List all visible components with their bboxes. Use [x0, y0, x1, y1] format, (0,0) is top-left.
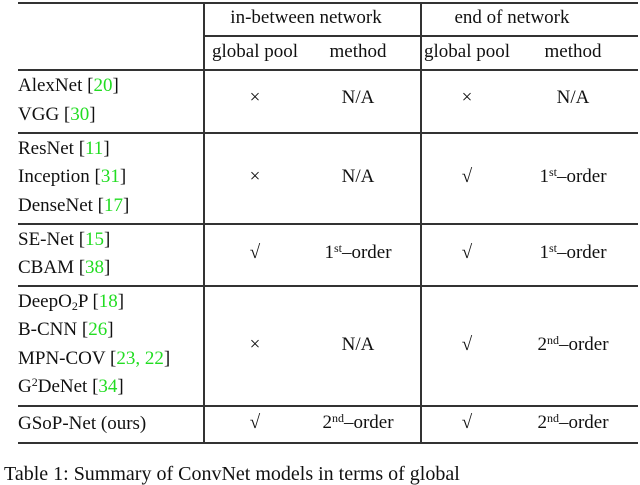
model-name: CBAM [38]: [18, 257, 111, 278]
header-in-between: in-between network: [230, 7, 382, 28]
model-name: Inception [31]: [18, 166, 127, 187]
column-divider: [420, 2, 422, 442]
horizontal-rule: [18, 285, 638, 287]
method-cell: N/A: [341, 334, 375, 355]
horizontal-rule: [18, 2, 638, 4]
subheader: method: [544, 41, 602, 62]
method-cell: 1st–order: [539, 165, 607, 187]
column-divider: [203, 2, 205, 442]
horizontal-rule: [18, 405, 638, 407]
citation-link[interactable]: 34: [98, 376, 118, 397]
cross-mark: ×: [461, 87, 473, 108]
model-name: AlexNet [20]: [18, 75, 119, 96]
model-name: GSoP-Net (ours): [18, 413, 147, 434]
table-caption: Table 1: Summary of ConvNet models in te…: [4, 463, 460, 485]
method-cell: 2nd–order: [537, 333, 609, 355]
subheader: global pool: [211, 41, 299, 62]
model-name: DeepO2P [18]: [18, 291, 125, 313]
horizontal-rule: [18, 132, 638, 134]
citation-link[interactable]: 31: [100, 166, 120, 187]
citation-link[interactable]: 30: [70, 104, 90, 125]
check-mark: √: [461, 412, 473, 433]
header-end: end of network: [454, 7, 570, 28]
cross-mark: ×: [249, 334, 261, 355]
check-mark: √: [461, 242, 473, 263]
citation-link[interactable]: 18: [98, 291, 118, 312]
horizontal-rule: [18, 223, 638, 225]
model-name: MPN-COV [23, 22]: [18, 348, 171, 369]
method-cell: N/A: [556, 87, 590, 108]
subheader: global pool: [423, 41, 511, 62]
cross-mark: ×: [249, 166, 261, 187]
check-mark: √: [461, 334, 473, 355]
method-cell: 2nd–order: [322, 411, 394, 433]
model-name: SE-Net [15]: [18, 229, 111, 250]
horizontal-rule: [18, 69, 638, 71]
model-name: DenseNet [17]: [18, 195, 130, 216]
cross-mark: ×: [249, 87, 261, 108]
method-cell: N/A: [341, 87, 375, 108]
model-name: ResNet [11]: [18, 138, 110, 159]
method-cell: 1st–order: [539, 241, 607, 263]
citation-link[interactable]: 20: [93, 75, 113, 96]
model-name: VGG [30]: [18, 104, 96, 125]
citation-link[interactable]: 23, 22: [116, 348, 164, 369]
method-cell: 1st–order: [324, 241, 392, 263]
check-mark: √: [461, 166, 473, 187]
citation-link[interactable]: 38: [85, 257, 105, 278]
citation-link[interactable]: 17: [104, 195, 123, 216]
method-cell: 2nd–order: [537, 411, 609, 433]
citation-link[interactable]: 15: [85, 229, 105, 250]
model-name: G2DeNet [34]: [18, 375, 124, 397]
method-cell: N/A: [341, 166, 375, 187]
model-name: B-CNN [26]: [18, 319, 114, 340]
horizontal-rule: [18, 442, 638, 444]
citation-link[interactable]: 11: [85, 138, 104, 159]
citation-link[interactable]: 26: [88, 319, 108, 340]
subheader: method: [329, 41, 387, 62]
check-mark: √: [249, 242, 261, 263]
check-mark: √: [249, 412, 261, 433]
